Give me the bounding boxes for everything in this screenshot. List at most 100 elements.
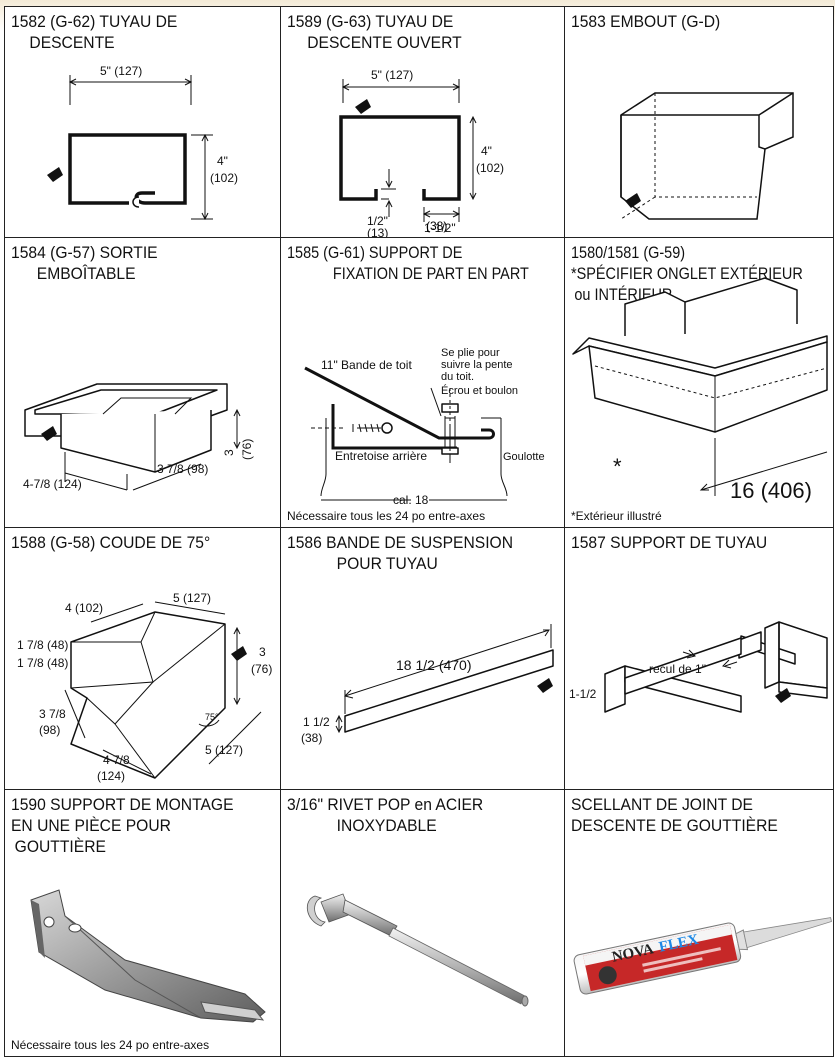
title-line-2: POUR TUYAU <box>336 554 438 573</box>
dim-e-mm: (76) <box>251 662 272 676</box>
dim-e-in: 3 <box>259 645 266 659</box>
title-line-1: 1580/1581 (G-59) <box>571 243 686 262</box>
arrow-marker <box>355 99 371 114</box>
dim-c: 1 7/8 (48) <box>17 638 68 652</box>
dim-width: 5" (127) <box>371 68 413 82</box>
drop-outlet-diagram: 4-7/8 (124) 3 7/8 (98) 3 (76) <box>23 383 254 491</box>
cell-1582: 1582 (G-62) TUYAU DE DESCENTE 5" (127) 4… <box>4 6 281 238</box>
dim-height-mm: (102) <box>476 161 504 175</box>
title-line-1: 1590 SUPPORT DE MONTAGE <box>11 795 234 814</box>
cell-1585: 1585 (G-61) SUPPORT DE FIXATION DE PART … <box>281 238 565 528</box>
arrow-marker <box>775 688 791 703</box>
cell-title: 1582 (G-62) TUYAU DE DESCENTE <box>11 11 253 53</box>
product-grid: 1582 (G-62) TUYAU DE DESCENTE 5" (127) 4… <box>4 6 834 1057</box>
label-bend-1: Se plie pour <box>441 347 500 359</box>
downspout-open-diagram: 5" (127) 4" (102) 1/2" (13) 1-1/2" <box>339 68 504 238</box>
dim-angle: 75° <box>205 712 219 722</box>
title-line-2: DESCENTE <box>29 33 115 52</box>
dim-width: 5" (127) <box>100 64 142 78</box>
cell-title: 1584 (G-57) SORTIE EMBOÎTABLE <box>11 242 253 284</box>
dim-lip-mm: (38) <box>426 219 448 233</box>
downspout-closed-diagram: 5" (127) 4" (102) <box>47 64 238 221</box>
dim-a: 4 (102) <box>65 601 103 615</box>
label-nut-bolt: Écrou et boulon <box>441 384 518 397</box>
dim-height-mm: (76) <box>240 439 254 460</box>
label-spacer: Entretoise arrière <box>335 449 427 463</box>
title-line-1: 3/16" RIVET POP en ACIER <box>287 795 484 814</box>
title-line-2: DESCENTE DE GOUTTIÈRE <box>571 816 778 835</box>
title-line-1: 1584 (G-57) SORTIE <box>11 243 158 262</box>
dim-d: 1 7/8 (48) <box>17 656 68 670</box>
arrow-marker <box>41 426 57 441</box>
cell-1584: 1584 (G-57) SORTIE EMBOÎTABLE 4-7/8 (124… <box>4 238 281 528</box>
pop-rivet-image <box>307 893 529 1007</box>
cell-title: 1587 SUPPORT DE TUYAU <box>571 532 807 553</box>
cell-1589: 1589 (G-63) TUYAU DE DESCENTE OUVERT 5" … <box>281 6 565 238</box>
title-line-2: FIXATION DE PART EN PART <box>332 264 529 283</box>
dim-gap-mm: (13) <box>367 226 388 238</box>
pipe-bracket-diagram: recul de 1" 1-1/2 <box>569 621 828 713</box>
dim-length: 16 (406) <box>730 478 812 503</box>
dim-height-in: 4" <box>217 154 228 168</box>
cell-title: 1583 EMBOUT (G-D) <box>571 11 807 32</box>
arrow-marker <box>231 646 247 661</box>
dim-lip-in: 1-1/2" <box>424 221 456 235</box>
dim-height-in: 3 <box>222 449 236 456</box>
title-line-2: *SPÉCIFIER ONGLET EXTÉRIEUR <box>571 264 803 283</box>
cell-1580: 1580/1581 (G-59) *SPÉCIFIER ONGLET EXTÉR… <box>565 238 834 528</box>
cell-1588: 1588 (G-58) COUDE DE 75° 4 (102) 5 (127)… <box>4 528 281 790</box>
dim-width-mm: (38) <box>301 731 322 745</box>
hanger-bracket-diagram: 11" Bande de toit Se plie pour suivre la… <box>304 347 545 507</box>
hanger-strap-diagram: 18 1/2 (470) 1 1/2 (38) <box>301 624 554 745</box>
title-line-2: EMBOÎTABLE <box>36 264 136 283</box>
title-line-1: 1583 EMBOUT (G-D) <box>571 12 721 31</box>
cell-title: 1589 (G-63) TUYAU DE DESCENTE OUVERT <box>287 11 536 53</box>
label-bend-3: du toit. <box>441 371 474 383</box>
title-line-2: INOXYDABLE <box>336 816 437 835</box>
label-gauge: cal. 18 <box>393 493 429 507</box>
exterior-note: *Extérieur illustré <box>571 509 662 523</box>
dim-g-in: 4 7/8 <box>103 753 130 767</box>
arrow-marker <box>537 678 553 693</box>
one-piece-bracket-image <box>30 889 266 1023</box>
title-line-2: EN UNE PIÈCE POUR <box>11 816 171 835</box>
sealant-tube-image: NOVA FLEX <box>573 917 832 995</box>
outside-miter-diagram: 16 (406) * <box>572 277 828 503</box>
dim-f-in: 3 7/8 <box>39 707 66 721</box>
label-setback: recul de 1" <box>649 662 706 676</box>
dim-height-in: 4" <box>481 144 492 158</box>
spacing-note: Nécessaire tous les 24 po entre-axes <box>287 509 486 523</box>
title-line-3: GOUTTIÈRE <box>14 837 106 856</box>
dim-height: 1-1/2 <box>569 687 597 701</box>
cell-1583: 1583 EMBOUT (G-D) <box>565 6 834 238</box>
dim-b: 5 (127) <box>173 591 211 605</box>
title-line-1: 1588 (G-58) COUDE DE 75° <box>11 533 211 552</box>
end-cap-diagram <box>620 92 794 220</box>
dim-length: 4-7/8 (124) <box>23 477 82 491</box>
arrow-marker <box>47 167 63 182</box>
cell-1590: 1590 SUPPORT DE MONTAGE EN UNE PIÈCE POU… <box>4 790 281 1057</box>
dim-g-mm: (124) <box>97 769 125 783</box>
title-line-1: SCELLANT DE JOINT DE <box>571 795 753 814</box>
dim-gap-in: 1/2" <box>367 214 388 228</box>
cell-title: SCELLANT DE JOINT DE DESCENTE DE GOUTTIÈ… <box>571 794 807 836</box>
cell-title: 1585 (G-61) SUPPORT DE FIXATION DE PART … <box>287 242 529 284</box>
cell-title: 1590 SUPPORT DE MONTAGE EN UNE PIÈCE POU… <box>11 794 253 857</box>
dim-h: 5 (127) <box>205 743 243 757</box>
title-line-1: 1585 (G-61) SUPPORT DE <box>287 243 463 262</box>
elbow-diagram: 4 (102) 5 (127) 1 7/8 (48) 1 7/8 (48) 3 … <box>17 591 272 783</box>
dim-width: 3 7/8 (98) <box>157 462 208 476</box>
dim-length: 18 1/2 (470) <box>396 657 472 673</box>
arrow-marker <box>625 193 641 208</box>
cell-title: 3/16" RIVET POP en ACIER INOXYDABLE <box>287 794 536 836</box>
spacing-note: Nécessaire tous les 24 po entre-axes <box>11 1038 210 1052</box>
label-strap: 11" Bande de toit <box>321 358 412 372</box>
title-line-1: 1582 (G-62) TUYAU DE <box>11 12 178 31</box>
title-line-1: 1586 BANDE DE SUSPENSION <box>287 533 514 552</box>
dim-f-mm: (98) <box>39 723 60 737</box>
cell-rivet: 3/16" RIVET POP en ACIER INOXYDABLE <box>281 790 565 1057</box>
cell-sealant: SCELLANT DE JOINT DE DESCENTE DE GOUTTIÈ… <box>565 790 834 1057</box>
title-line-2: DESCENTE OUVERT <box>307 33 462 52</box>
cell-title: 1586 BANDE DE SUSPENSION POUR TUYAU <box>287 532 536 574</box>
exterior-mark: * <box>613 454 622 479</box>
